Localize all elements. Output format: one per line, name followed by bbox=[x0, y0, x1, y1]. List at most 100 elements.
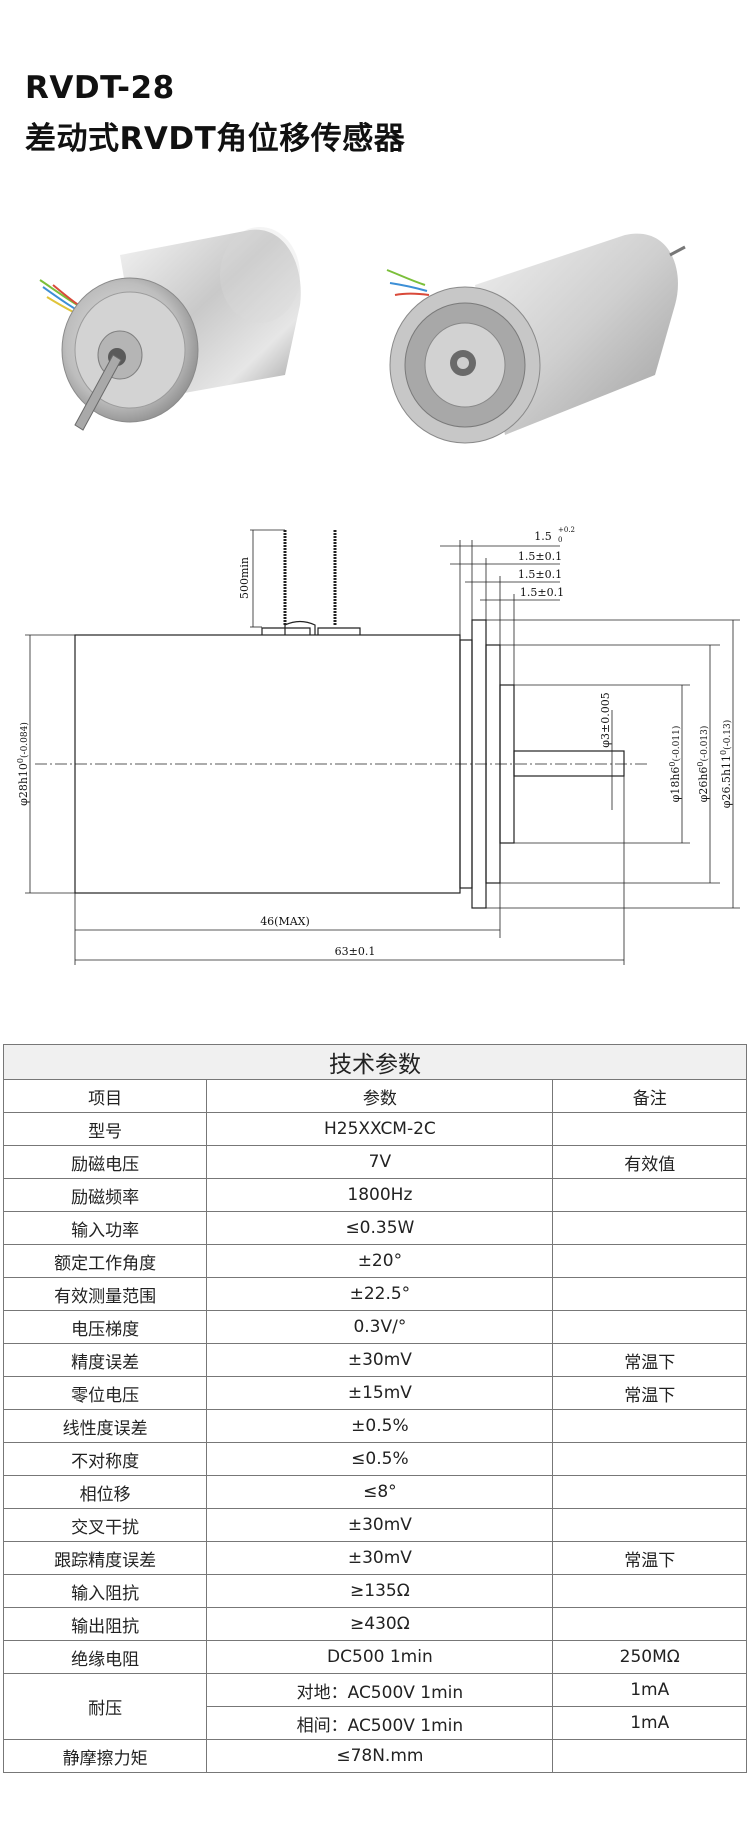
row-note bbox=[552, 1475, 747, 1509]
table-row: 线性度误差±0.5% bbox=[2, 1409, 747, 1443]
row-note bbox=[552, 1508, 747, 1542]
table-row: 耐压 对地：AC500V 1min 1mA bbox=[2, 1673, 747, 1740]
table-header-row: 项目 参数 备注 bbox=[2, 1079, 747, 1113]
row-param: ±30mV bbox=[206, 1343, 554, 1377]
dim-d3-zero: 0 bbox=[719, 750, 728, 755]
row-note bbox=[552, 1211, 747, 1245]
row-note bbox=[552, 1739, 747, 1773]
row-note: 1mA bbox=[552, 1706, 747, 1740]
row-note: 有效值 bbox=[552, 1145, 747, 1179]
row-item: 线性度误差 bbox=[2, 1409, 208, 1443]
dimension-drawing: 1.5 +0.2 0 1.5±0.1 1.5±0.1 1.5±0.1 500mi… bbox=[16, 526, 740, 965]
table-row: 输出阻抗≥430Ω bbox=[2, 1607, 747, 1641]
row-item: 精度误差 bbox=[2, 1343, 208, 1377]
dim-diameter-left-tol: (-0.084) bbox=[19, 722, 30, 758]
table-title: 技术参数 bbox=[3, 1044, 747, 1080]
row-note bbox=[552, 1310, 747, 1344]
product-photo-front bbox=[39, 227, 301, 431]
row-note bbox=[552, 1607, 747, 1641]
table-row: 输入阻抗≥135Ω bbox=[2, 1574, 747, 1608]
row-item: 励磁电压 bbox=[2, 1145, 208, 1179]
table-row: 静摩擦力矩 ≤78N.mm bbox=[2, 1739, 747, 1773]
table-row: 有效测量范围±22.5° bbox=[2, 1277, 747, 1311]
dim-d1: φ18h6 bbox=[669, 767, 682, 803]
dim-flange-1-sub: 0 bbox=[558, 536, 562, 544]
dim-flange-3: 1.5±0.1 bbox=[518, 568, 562, 581]
row-param: 1800Hz bbox=[206, 1178, 554, 1212]
product-title: 差动式RVDT角位移传感器 bbox=[25, 121, 406, 157]
row-item: 输入功率 bbox=[2, 1211, 208, 1245]
row-note bbox=[552, 1574, 747, 1608]
row-item: 绝缘电阻 bbox=[2, 1640, 208, 1674]
table-row: 相位移≤8° bbox=[2, 1475, 747, 1509]
table-row: 输入功率≤0.35W bbox=[2, 1211, 747, 1245]
header-note: 备注 bbox=[552, 1079, 747, 1113]
row-note: 250MΩ bbox=[552, 1640, 747, 1674]
dim-diameter-left: φ28h10 bbox=[17, 763, 30, 806]
row-param: ±30mV bbox=[206, 1541, 554, 1575]
dim-total-length: 63±0.1 bbox=[335, 945, 376, 958]
row-item: 输出阻抗 bbox=[2, 1607, 208, 1641]
row-item: 励磁频率 bbox=[2, 1178, 208, 1212]
row-item: 输入阻抗 bbox=[2, 1574, 208, 1608]
row-note bbox=[552, 1244, 747, 1278]
row-param: ±0.5% bbox=[206, 1409, 554, 1443]
row-param: ±30mV bbox=[206, 1508, 554, 1542]
dim-diameter-left-zero: 0 bbox=[16, 758, 25, 763]
row-param: ±22.5° bbox=[206, 1277, 554, 1311]
row-item: 额定工作角度 bbox=[2, 1244, 208, 1278]
row-note bbox=[552, 1277, 747, 1311]
row-param: 7V bbox=[206, 1145, 554, 1179]
row-item: 不对称度 bbox=[2, 1442, 208, 1476]
row-item: 跟踪精度误差 bbox=[2, 1541, 208, 1575]
row-param: ±20° bbox=[206, 1244, 554, 1278]
dim-d3: φ26.5h11 bbox=[720, 755, 733, 808]
row-param: ≤8° bbox=[206, 1475, 554, 1509]
row-param: 0.3V/° bbox=[206, 1310, 554, 1344]
model-title: RVDT-28 bbox=[25, 70, 175, 106]
row-item: 零位电压 bbox=[2, 1376, 208, 1410]
row-param: 对地：AC500V 1min bbox=[206, 1673, 554, 1707]
dim-d2-tol: (-0.013) bbox=[699, 726, 710, 762]
dim-flange-2: 1.5±0.1 bbox=[518, 550, 562, 563]
dim-flange-4: 1.5±0.1 bbox=[520, 586, 564, 599]
svg-text:φ26.5h110(-0.13): φ26.5h110(-0.13) bbox=[719, 720, 733, 808]
header-item: 项目 bbox=[2, 1079, 208, 1113]
dim-d2: φ26h6 bbox=[697, 767, 710, 803]
row-note: 1mA bbox=[552, 1673, 747, 1707]
row-item: 电压梯度 bbox=[2, 1310, 208, 1344]
svg-text:φ26h60(-0.013): φ26h60(-0.013) bbox=[696, 726, 710, 803]
dim-shaft-diameter: φ3±0.005 bbox=[599, 692, 612, 747]
row-item: 相位移 bbox=[2, 1475, 208, 1509]
row-param: ≤78N.mm bbox=[206, 1739, 554, 1773]
row-param: ≤0.35W bbox=[206, 1211, 554, 1245]
dim-d1-zero: 0 bbox=[668, 761, 677, 766]
row-item: 静摩擦力矩 bbox=[2, 1739, 208, 1773]
svg-text:φ18h60(-0.011): φ18h60(-0.011) bbox=[668, 726, 682, 803]
dim-lead-length: 500min bbox=[238, 557, 251, 599]
table-row: 交叉干扰±30mV bbox=[2, 1508, 747, 1542]
row-note bbox=[552, 1112, 747, 1146]
row-param: ≥135Ω bbox=[206, 1574, 554, 1608]
row-note: 常温下 bbox=[552, 1343, 747, 1377]
product-photo-back bbox=[386, 233, 686, 444]
row-param: 相间：AC500V 1min bbox=[206, 1706, 554, 1740]
row-param: ≤0.5% bbox=[206, 1442, 554, 1476]
row-note bbox=[552, 1442, 747, 1476]
table-row: 不对称度≤0.5% bbox=[2, 1442, 747, 1476]
row-param: H25XXCM-2C bbox=[206, 1112, 554, 1146]
row-item: 耐压 bbox=[2, 1673, 208, 1740]
row-note: 常温下 bbox=[552, 1376, 747, 1410]
row-param: DC500 1min bbox=[206, 1640, 554, 1674]
row-note: 常温下 bbox=[552, 1541, 747, 1575]
row-item: 有效测量范围 bbox=[2, 1277, 208, 1311]
